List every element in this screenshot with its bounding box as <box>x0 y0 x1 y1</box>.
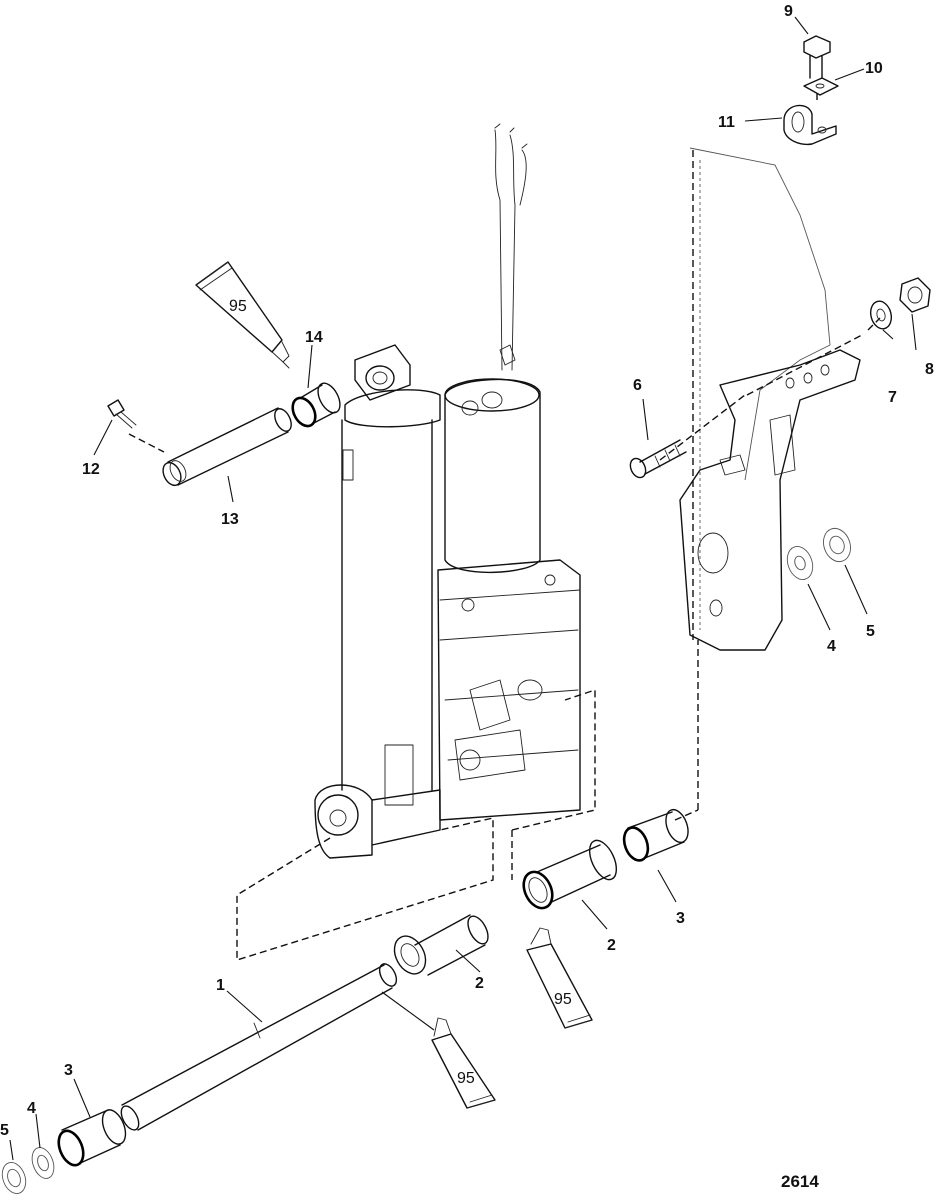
part-5-nut-lower <box>1 1162 27 1194</box>
callout-6: 6 <box>633 377 642 394</box>
callout-12: 12 <box>82 461 100 478</box>
part-4-washer-upper <box>786 546 814 580</box>
callout-14: 14 <box>305 329 323 346</box>
tube-labels: 95 95 95 <box>229 298 572 1087</box>
alignment-lines <box>128 90 881 961</box>
tube-label-top: 95 <box>229 298 247 316</box>
part-11-clamp <box>783 104 837 146</box>
callout-5-upper: 5 <box>866 623 875 640</box>
callout-3-upper: 3 <box>676 910 685 927</box>
callout-4-lower: 4 <box>27 1100 36 1117</box>
part-8-locknut <box>899 277 931 313</box>
lubricant-tube-middle <box>526 927 593 1029</box>
callout-13: 13 <box>221 511 239 528</box>
part-9-screw <box>803 35 831 79</box>
part-3-bushing-lower <box>57 1109 127 1167</box>
callout-11: 11 <box>718 114 735 131</box>
part-7-washer <box>869 300 893 330</box>
callout-5-lower: 5 <box>0 1122 9 1139</box>
part-3-bushing-upper <box>622 808 689 862</box>
part-13-pin <box>162 407 292 487</box>
lubricant-tube-bottom <box>431 1017 496 1109</box>
part-14-bushing <box>291 382 341 428</box>
part-1-pivot-pin <box>120 963 398 1131</box>
callout-4-upper: 4 <box>827 638 836 655</box>
callout-10: 10 <box>865 60 883 77</box>
leader-lines <box>9 16 917 1161</box>
transom-bracket <box>679 147 861 651</box>
tube-label-middle: 95 <box>554 991 572 1008</box>
part-12-retainer <box>107 399 137 429</box>
callout-1: 1 <box>216 977 225 994</box>
part-10-washer <box>803 77 839 96</box>
part-2-bushing-upper <box>522 839 618 910</box>
tube-label-bottom: 95 <box>457 1070 475 1087</box>
trim-cylinder-assembly <box>314 123 581 859</box>
callout-2-upper: 2 <box>607 937 616 954</box>
callout-2-lower: 2 <box>475 975 484 992</box>
callout-9: 9 <box>784 3 793 20</box>
figure-number: 2614 <box>781 1172 819 1191</box>
callout-7: 7 <box>888 389 897 406</box>
lubricant-tube-top <box>195 261 290 369</box>
part-2-bushing-lower <box>393 914 489 976</box>
callout-labels: 9 10 11 7 8 6 4 5 14 12 13 1 2 2 3 3 4 5 <box>0 3 934 1139</box>
part-6-bolt <box>629 439 687 479</box>
part-4-washer-lower <box>31 1147 55 1179</box>
callout-3-lower: 3 <box>64 1062 73 1079</box>
callout-8: 8 <box>925 361 934 378</box>
part-5-nut-upper <box>823 527 851 563</box>
